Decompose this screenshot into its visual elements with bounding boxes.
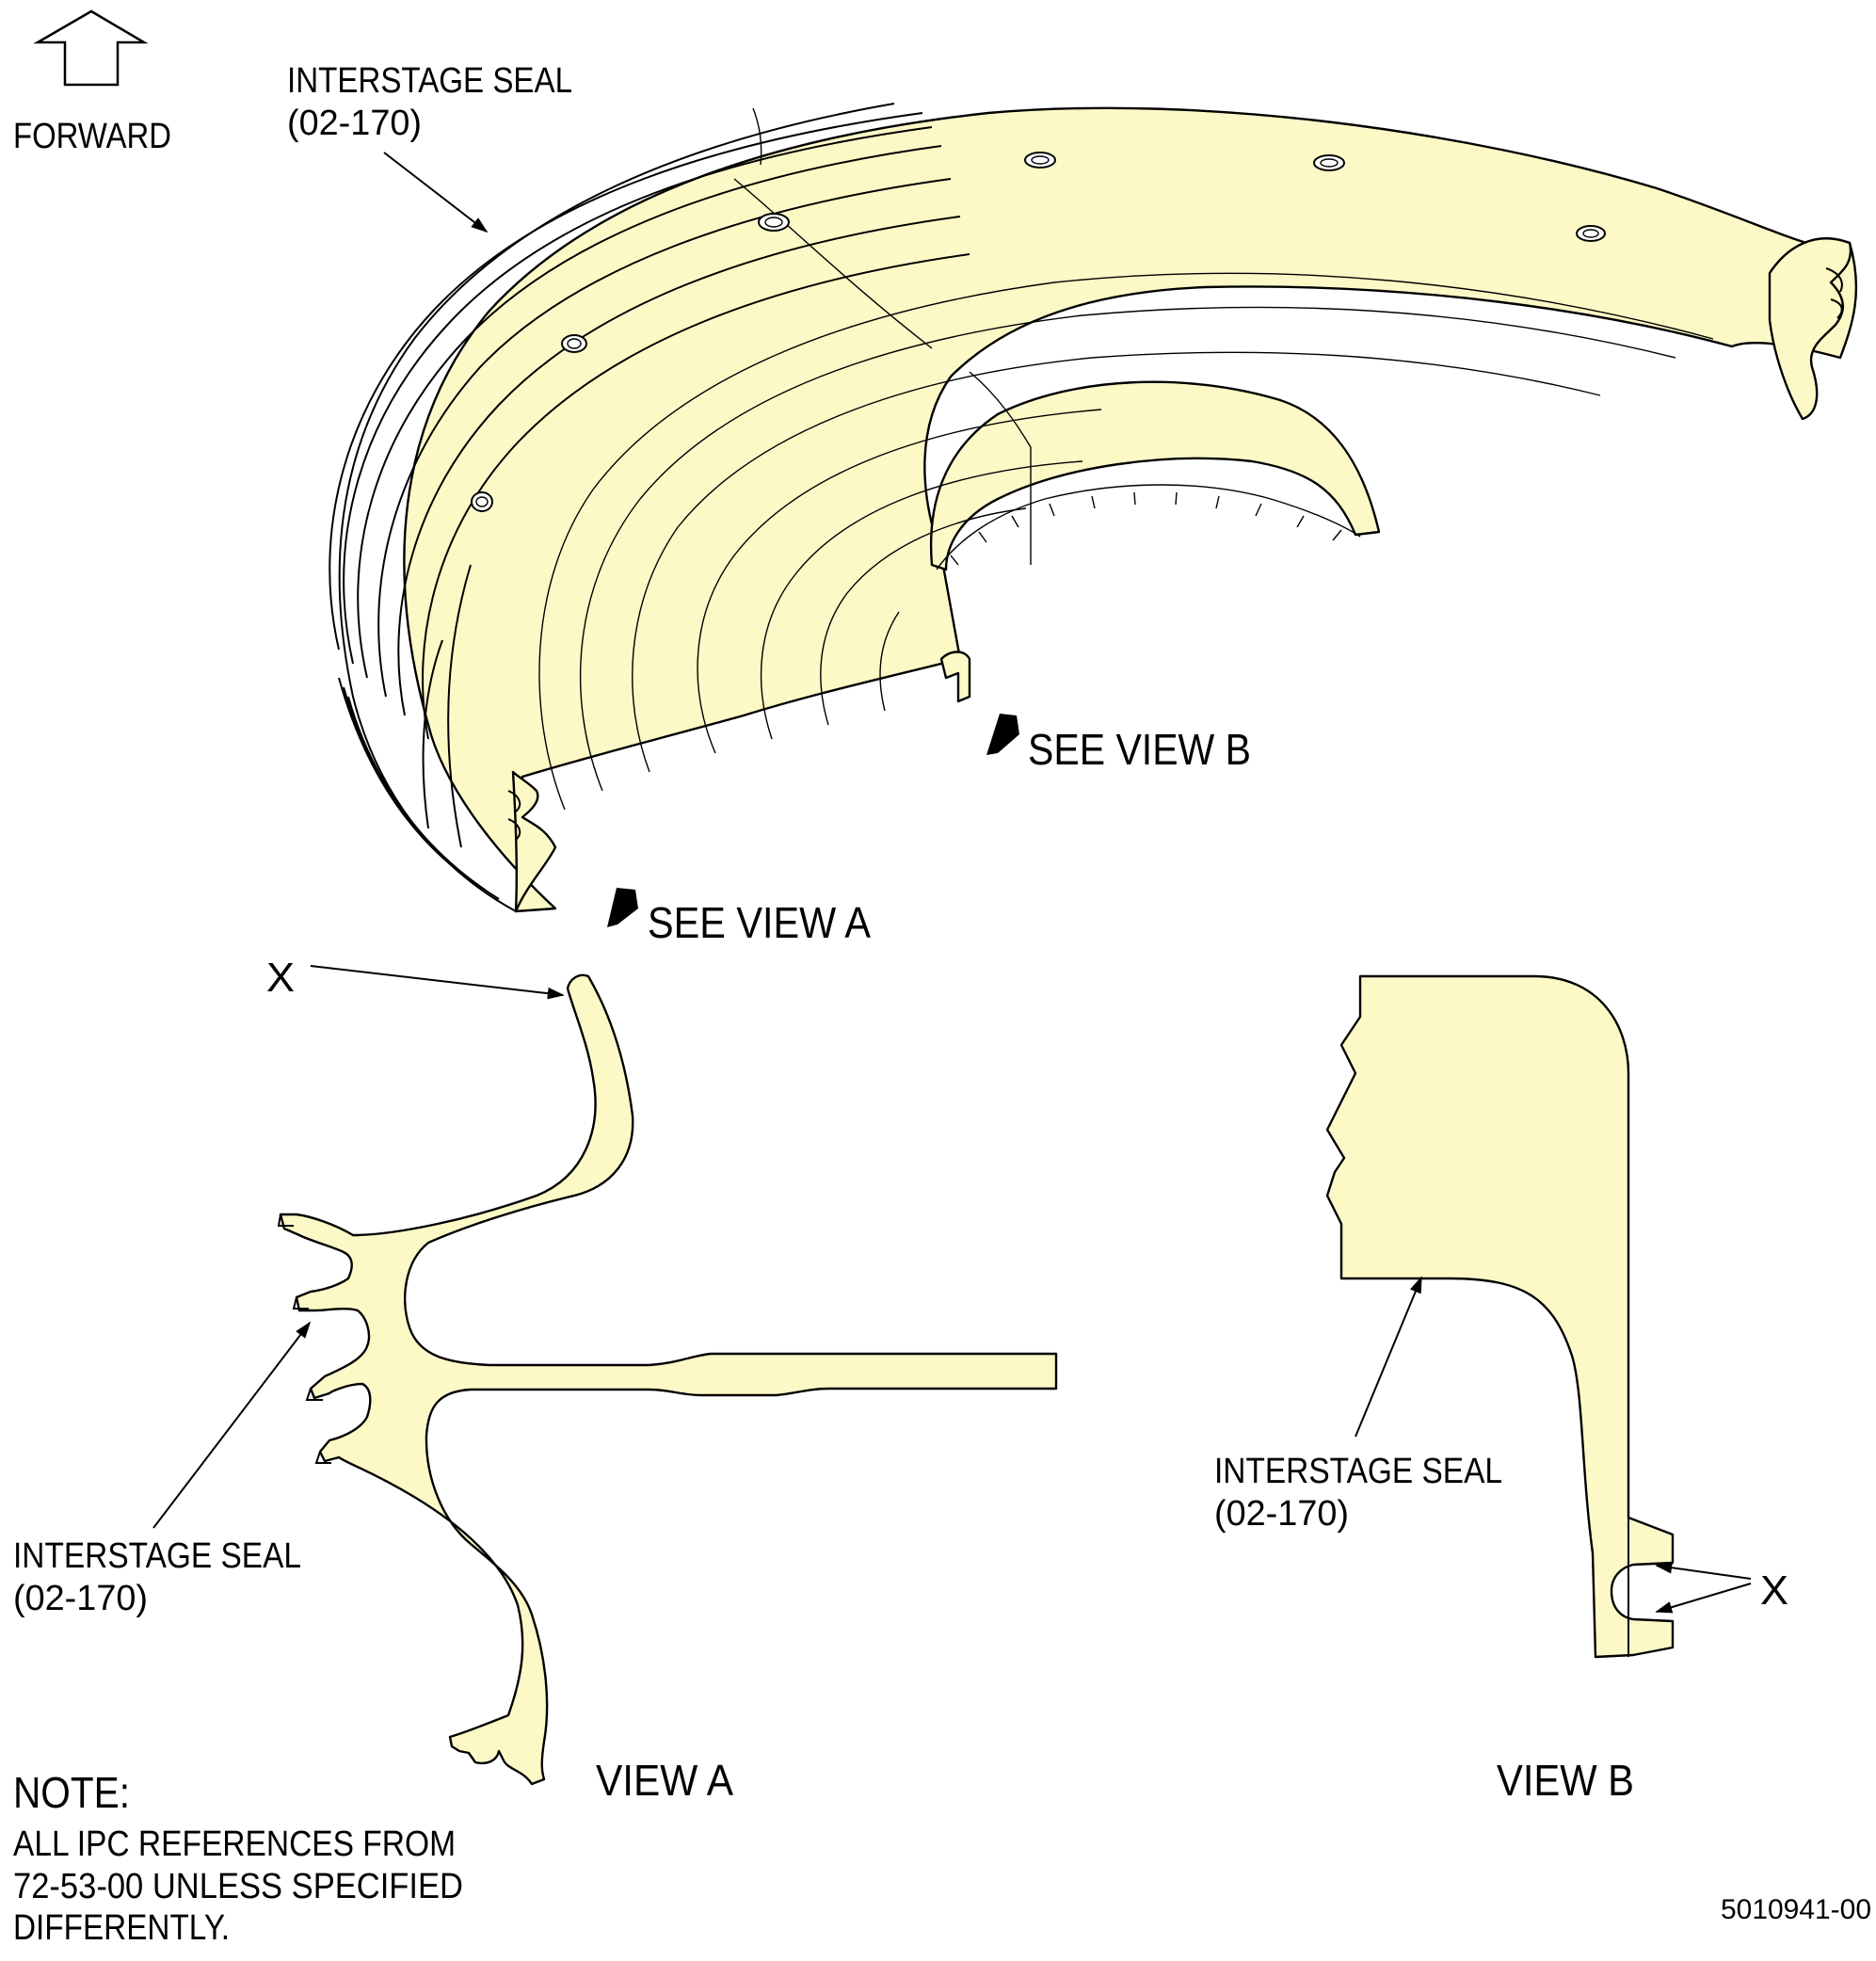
bolt-hole-icon [1313,154,1345,171]
note-line1: ALL IPC REFERENCES FROM [13,1824,456,1864]
view-a-callout-line1: INTERSTAGE SEAL [13,1536,301,1576]
note-line3: DIFFERENTLY. [13,1908,230,1948]
view-b-callout-line2: (02-170) [1214,1494,1349,1534]
view-b-cross-section [1325,974,1752,1659]
note-line2: 72-53-00 UNLESS SPECIFIED [13,1867,463,1906]
bolt-hole-icon [758,213,790,232]
see-view-a-label: SEE VIEW A [648,898,871,947]
forward-label: FORWARD [13,117,171,156]
view-a-direction-arrow-icon [607,888,638,927]
view-b-x-label: X [1760,1567,1788,1614]
bolt-hole-icon [1024,152,1056,169]
iso-callout-line2: (02-170) [287,104,422,143]
view-b-callout-line1: INTERSTAGE SEAL [1214,1452,1502,1491]
bolt-hole-icon [561,334,587,353]
view-a-x-label: X [266,955,295,1001]
interstage-seal-isometric [329,103,1858,913]
view-b-title: VIEW B [1497,1756,1634,1805]
view-a-cross-section [152,965,1058,1786]
note-heading: NOTE: [13,1768,130,1817]
view-a-callout-line2: (02-170) [13,1579,148,1618]
forward-arrow-icon [33,9,149,87]
see-view-b-label: SEE VIEW B [1028,725,1251,774]
bolt-hole-icon [1576,225,1606,242]
view-b-direction-arrow-icon [986,714,1019,755]
iso-callout-line1: INTERSTAGE SEAL [287,61,572,101]
figure-id: 5010941-00 [1721,1894,1871,1925]
bolt-hole-icon [471,491,493,512]
view-a-title: VIEW A [596,1756,733,1805]
